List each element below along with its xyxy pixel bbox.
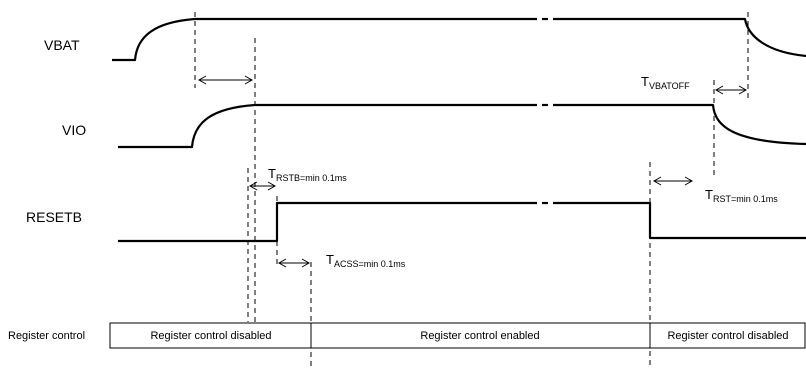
register-cell-disabled-end: Register control disabled <box>667 330 788 342</box>
timing-label-rst: TRST=min 0.1ms <box>705 187 778 204</box>
timing-label-acss: TACSS=min 0.1ms <box>326 252 406 269</box>
rst-arrow <box>652 176 694 186</box>
vbat-waveform <box>112 17 806 62</box>
timing-label-vbatoff: TVBATOFF <box>641 74 690 91</box>
rstb-arrow <box>248 181 277 191</box>
register-cell-enabled: Register control enabled <box>420 330 539 342</box>
vbatoff-arrow <box>714 85 748 95</box>
acss-arrow <box>277 258 311 268</box>
register-cell-disabled-start: Register control disabled <box>150 330 271 342</box>
resetb-waveform <box>118 201 806 243</box>
signal-label-vbat: VBAT <box>44 37 80 53</box>
register-control-label: Register control <box>8 330 85 342</box>
vbat-vio-delay-arrow <box>197 75 254 85</box>
vio-waveform <box>118 103 806 149</box>
guide-lines <box>194 12 749 366</box>
timing-label-rstb: TRSTB=min 0.1ms <box>268 166 347 183</box>
register-control-row <box>109 322 806 349</box>
signal-label-resetb: RESETB <box>26 209 82 225</box>
signal-label-vio: VIO <box>62 122 86 138</box>
